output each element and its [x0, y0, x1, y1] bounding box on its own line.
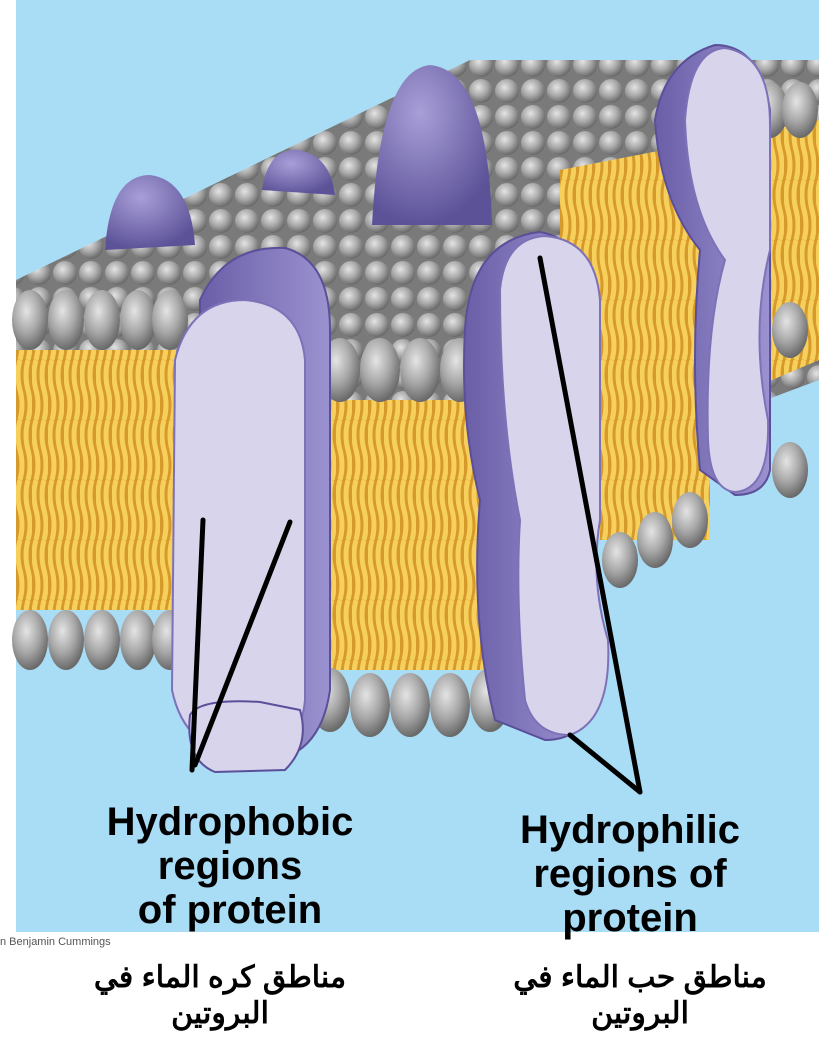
hydrophobic-label-line-2: regions [20, 844, 440, 888]
hydrophobic-label-arabic: مناطق كره الماء في البروتين [30, 960, 410, 1032]
image-credit: n Benjamin Cummings [0, 936, 111, 948]
hydrophilic-label-line-3: protein [470, 896, 790, 940]
hydrophilic-label-line-1: Hydrophilic [470, 808, 790, 852]
lipid-heads-left-bottom [12, 610, 188, 670]
hydrophobic-arabic-line-1: مناطق كره الماء في [30, 960, 410, 996]
hydrophobic-label-line-3: of protein [20, 888, 440, 932]
hydrophilic-arabic-line-2: البروتين [470, 996, 810, 1032]
hydrophilic-label: Hydrophilic regions of protein [470, 808, 790, 940]
hydrophilic-label-arabic: مناطق حب الماء في البروتين [470, 960, 810, 1032]
hydrophobic-arabic-line-2: البروتين [30, 996, 410, 1032]
lipid-heads-middle-bottom [310, 668, 510, 737]
hydrophobic-label-line-1: Hydrophobic [20, 800, 440, 844]
lipid-heads-left-top [12, 290, 188, 350]
transmembrane-protein-left-face [172, 300, 305, 755]
lipid-tails-left [16, 350, 176, 610]
hydrophilic-label-line-2: regions of [470, 852, 790, 896]
hydrophilic-arabic-line-1: مناطق حب الماء في [470, 960, 810, 996]
hydrophobic-label: Hydrophobic regions of protein [20, 800, 440, 932]
